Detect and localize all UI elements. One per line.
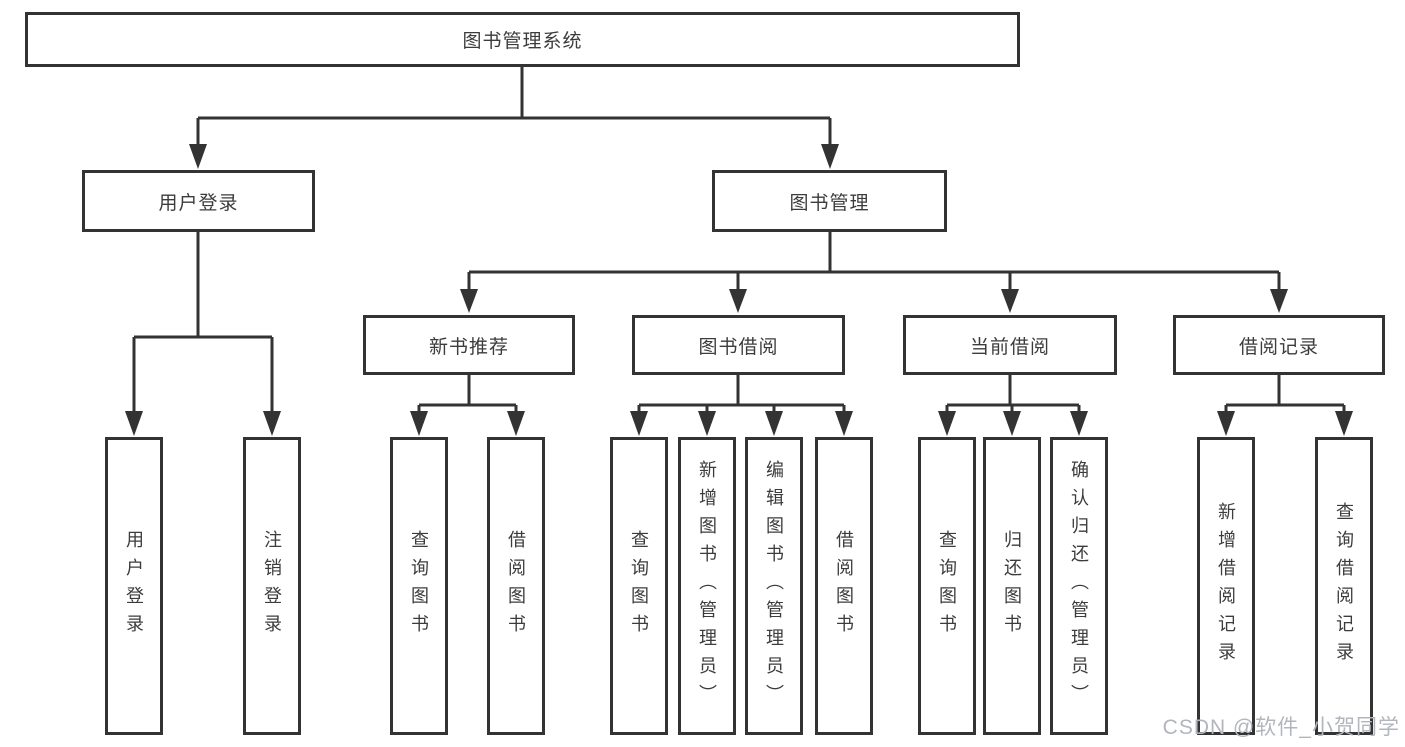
arrowheads: [125, 144, 1353, 436]
arrow-icon: [125, 411, 143, 436]
arrow-icon: [263, 411, 281, 436]
arrow-icon: [410, 411, 428, 436]
arrow-icon: [698, 411, 716, 436]
arrow-icon: [460, 289, 478, 313]
arrow-icon: [835, 411, 853, 436]
node-borrowing-records: 借阅记录: [1173, 315, 1385, 375]
csdn-watermark: CSDN @软件_小贺同学: [1162, 716, 1400, 739]
node-book-management: 图书管理: [712, 170, 947, 232]
arrow-icon: [1335, 411, 1353, 436]
arrow-icon: [1070, 411, 1088, 436]
node-library-system: 图书管理系统: [25, 12, 1020, 67]
leaf-user-login: 用户登录: [105, 437, 163, 735]
arrow-icon: [189, 144, 207, 169]
leaf-borrow-borrow-book: 借阅图书: [815, 437, 873, 735]
leaf-records-add-record: 新增借阅记录: [1197, 437, 1255, 735]
node-current-borrowing: 当前借阅: [903, 315, 1117, 375]
arrow-icon: [1217, 411, 1235, 436]
connector-userlogin-leaves: [132, 232, 274, 414]
leaf-records-query-record: 查询借阅记录: [1315, 437, 1373, 735]
node-book-borrowing: 图书借阅: [632, 315, 845, 375]
connector-borrow-leaves: [637, 375, 846, 414]
leaf-current-query-book: 查询图书: [918, 437, 976, 735]
leaf-borrow-query-book: 查询图书: [610, 437, 668, 735]
arrow-icon: [765, 411, 783, 436]
leaf-borrow-add-book-admin: 新增图书（管理员）: [678, 437, 736, 735]
connector-bookmgmt-level3: [467, 232, 1281, 291]
leaf-newbook-query-book: 查询图书: [390, 437, 448, 735]
node-new-book-recommend: 新书推荐: [363, 315, 575, 375]
arrow-icon: [729, 289, 747, 313]
connector-newbook-leaves: [417, 375, 518, 414]
leaf-borrow-edit-book-admin: 编辑图书（管理员）: [745, 437, 803, 735]
arrow-icon: [507, 411, 525, 436]
leaf-newbook-borrow-book: 借阅图书: [487, 437, 545, 735]
arrow-icon: [821, 144, 839, 169]
node-user-login: 用户登录: [82, 170, 315, 232]
connector-current-leaves: [945, 375, 1081, 414]
arrow-icon: [1003, 411, 1021, 436]
connector-records-leaves: [1224, 375, 1346, 414]
arrow-icon: [1001, 289, 1019, 313]
leaf-current-return-book: 归还图书: [983, 437, 1041, 735]
leaf-logout-login: 注销登录: [243, 437, 301, 735]
arrow-icon: [938, 411, 956, 436]
arrow-icon: [1270, 289, 1288, 313]
connector-root-level2: [196, 67, 832, 147]
arrow-icon: [630, 411, 648, 436]
leaf-current-confirm-return-admin: 确认归还（管理员）: [1050, 437, 1108, 735]
